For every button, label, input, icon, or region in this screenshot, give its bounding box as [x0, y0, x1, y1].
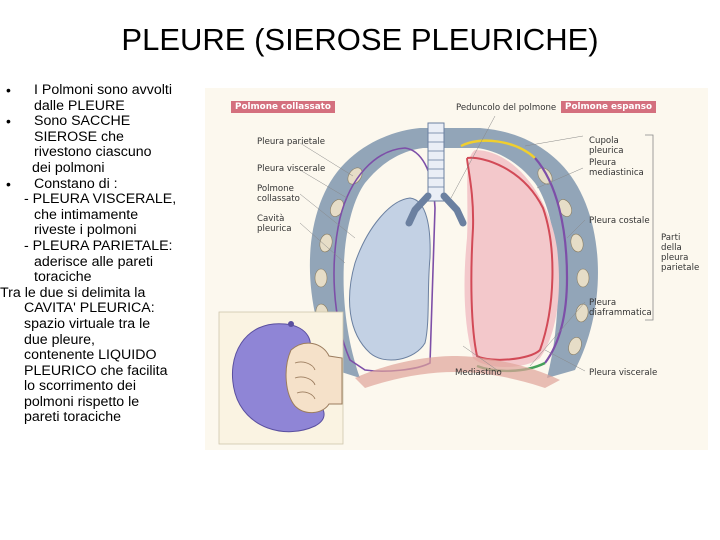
- cavity-line1: Tra le due si delimita la: [0, 284, 146, 301]
- cavity-line6: PLEURICO che facilita: [24, 362, 168, 379]
- pleura-anatomy-figure: Polmone collassato Polmone espanso Pedun…: [205, 88, 708, 450]
- bullet-1-line1: I Polmoni sono avvolti: [34, 82, 173, 98]
- label-cupola-pleurica: Cupola pleurica: [589, 136, 624, 156]
- label-cupola-l1: Cupola: [589, 136, 619, 146]
- cavity-line5: contenente LIQUIDO: [24, 347, 157, 364]
- pleura-mediastinica-red: [466, 156, 554, 361]
- label-mediastinica-l1: Pleura: [589, 158, 617, 168]
- cavity-line2: CAVITA' PLEURICA:: [24, 300, 155, 317]
- bullet-dot: •: [6, 113, 11, 130]
- diaphragm: [355, 356, 560, 388]
- label-peduncolo: Peduncolo del polmone: [456, 103, 557, 113]
- label-pleura-diaframmatica: Pleura diaframmatica: [589, 298, 652, 318]
- header-polmone-espanso: Polmone espanso: [561, 101, 656, 113]
- header-polmone-collassato: Polmone collassato: [231, 101, 335, 113]
- sub1-line2: che intimamente: [34, 206, 139, 223]
- bullet-1-line2: dalle PLEURE: [34, 97, 125, 114]
- bullet-2-line3: rivestono ciascuno: [34, 144, 152, 161]
- label-polmone-collassato: Polmone collassato: [257, 184, 300, 204]
- label-polmone-collassato-l2: collassato: [257, 194, 300, 204]
- trachea-rings: [428, 132, 444, 188]
- pleura-costale-purple: [534, 157, 569, 364]
- trachea: [427, 122, 445, 202]
- cavity-line4: due pleure,: [24, 331, 95, 348]
- bracket: [645, 134, 654, 321]
- bullet-2: • Sono SACCHE SIEROSE che rivestono cias…: [6, 113, 211, 176]
- bronchi: [405, 192, 467, 227]
- cavity-line3: spazio virtuale tra le: [24, 315, 151, 332]
- label-pleura-parietale: Pleura parietale: [257, 137, 326, 147]
- label-pleura-viscerale-left: Pleura viscerale: [257, 164, 326, 174]
- sub1-line1: - PLEURA VISCERALE,: [24, 191, 177, 208]
- label-polmone-collassato-l1: Polmone: [257, 184, 294, 194]
- label-cavita-pleurica: Cavità pleurica: [257, 214, 292, 234]
- leader-lines: [299, 115, 586, 372]
- label-parti-l2: della pleura: [661, 243, 689, 263]
- bullet-dot: •: [6, 82, 11, 98]
- cavity-paragraph: Tra le due si delimita la CAVITA' PLEURI…: [0, 284, 211, 426]
- label-diaframmatica-l2: diaframmatica: [589, 308, 652, 318]
- sub2-line2: aderisce alle pareti: [34, 253, 154, 270]
- lung-expanded: [464, 150, 560, 367]
- fist: [285, 342, 343, 413]
- label-cupola-l2: pleurica: [589, 146, 624, 156]
- cavity-line7: lo scorrimento dei: [24, 378, 136, 395]
- label-diaframmatica-l1: Pleura: [589, 298, 617, 308]
- sub-pleura-parietale: - PLEURA PARIETALE: aderisce alle pareti…: [6, 237, 211, 286]
- label-mediastino: Mediastino: [455, 368, 502, 378]
- bullet-1: • I Polmoni sono avvolti dalle PLEURE: [6, 82, 211, 114]
- cavity-line9: pareti toraciche: [24, 409, 121, 426]
- sub-pleura-viscerale: - PLEURA VISCERALE, che intimamente rive…: [6, 191, 211, 239]
- bullet-dot: •: [6, 175, 11, 192]
- label-pleura-viscerale-right: Pleura viscerale: [589, 368, 658, 378]
- label-cavita-l2: pleurica: [257, 224, 292, 234]
- bullet-2-line2: SIEROSE che: [34, 128, 124, 145]
- pleura-diagram-svg: [218, 115, 654, 445]
- sub2-line1: - PLEURA PARIETALE:: [24, 237, 173, 254]
- label-pleura-costale: Pleura costale: [589, 216, 650, 226]
- bullet-2-line1: Sono SACCHE: [34, 113, 131, 130]
- cavity-line8: polmoni rispetto le: [24, 393, 140, 410]
- bullet-2-line4: dei polmoni: [32, 159, 105, 176]
- label-cavita-l1: Cavità: [257, 214, 285, 224]
- slide-title: PLEURE (SIEROSE PLEURICHE): [121, 22, 599, 57]
- sub2-line3: toraciche: [34, 269, 92, 286]
- bullet-3-line1: Constano di :: [34, 175, 118, 192]
- text-block: • I Polmoni sono avvolti dalle PLEURE • …: [0, 82, 211, 426]
- bullet-3: • Constano di :: [6, 175, 211, 193]
- label-parti-l1: Parti: [661, 233, 681, 243]
- label-mediastinica-l2: mediastinica: [589, 168, 644, 178]
- label-parti-l3: parietale: [661, 263, 700, 273]
- lung-collapsed: [349, 197, 431, 361]
- label-pleura-mediastinica: Pleura mediastinica: [589, 158, 644, 178]
- label-parti-pleura-parietale: Parti della pleura parietale: [661, 233, 708, 273]
- sub1-line3: riveste i polmoni: [34, 222, 137, 239]
- pleura-cupola-yellow: [460, 139, 536, 159]
